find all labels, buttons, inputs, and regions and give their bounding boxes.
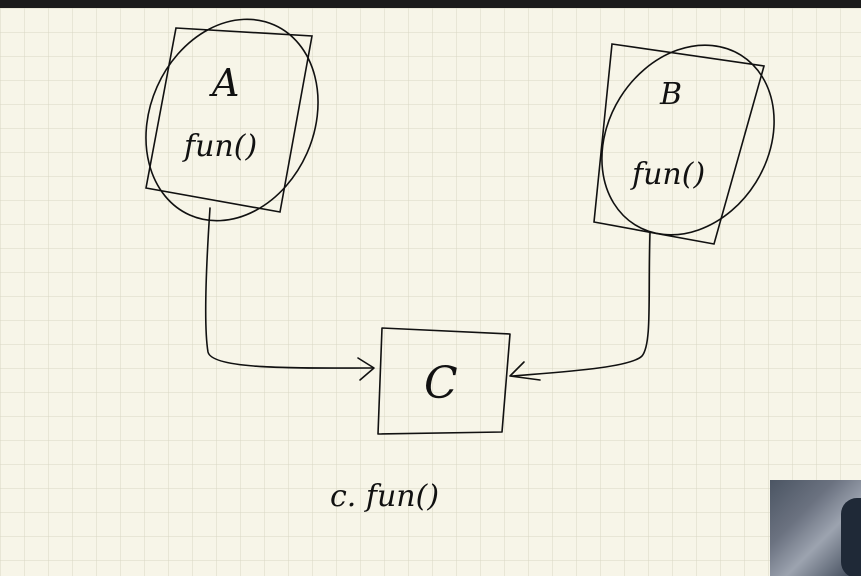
- diagram-caption: c. fun(): [330, 479, 439, 514]
- node-b-name: B: [659, 77, 682, 112]
- arrow-a-to-c: [205, 207, 375, 381]
- node-a: [145, 18, 319, 222]
- node-b-method: fun(): [630, 157, 705, 192]
- webcam-figure: [841, 498, 861, 576]
- whiteboard-canvas: A fun() B fun() C c. fun(): [0, 8, 861, 576]
- node-b-box: [593, 43, 766, 245]
- node-a-method: fun(): [182, 129, 257, 164]
- node-a-box: [145, 27, 313, 213]
- node-b-ellipse: [601, 44, 775, 236]
- top-bar: [0, 0, 861, 8]
- node-a-name: A: [209, 61, 239, 105]
- webcam-thumbnail: [770, 480, 861, 576]
- node-c-name: C: [424, 358, 458, 409]
- grid-background: [0, 8, 861, 576]
- node-b: [593, 43, 775, 245]
- arrow-b-to-c: [509, 231, 651, 381]
- node-c-box: [377, 327, 511, 435]
- node-a-ellipse: [145, 18, 319, 222]
